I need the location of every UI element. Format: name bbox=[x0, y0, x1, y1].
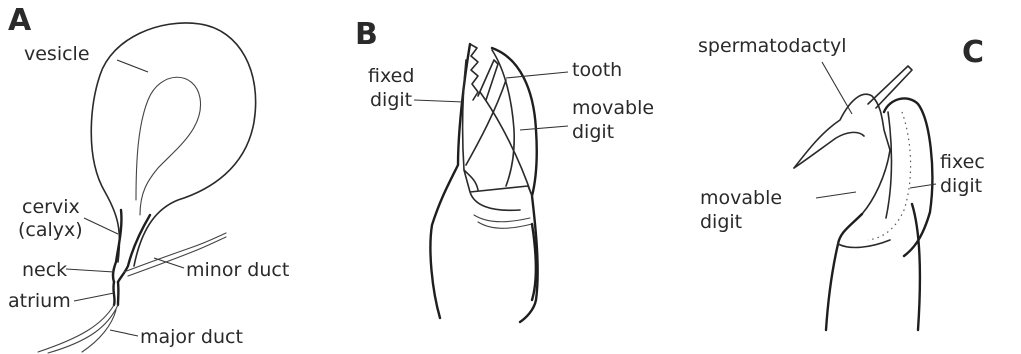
teeth-serration bbox=[470, 44, 478, 100]
label-fixed-digit-2: digit bbox=[370, 89, 412, 111]
panel-c-letter: C bbox=[962, 35, 984, 70]
leader-atrium bbox=[74, 293, 114, 301]
label-fixed-digit-1: fixed bbox=[368, 65, 414, 87]
label-fixed-digit-c-2: digit bbox=[940, 175, 982, 197]
label-major-duct: major duct bbox=[140, 326, 243, 348]
leader-cervix bbox=[84, 218, 118, 234]
leader-neck bbox=[66, 269, 114, 272]
leader-major-duct bbox=[110, 330, 138, 336]
cervix-wall-right bbox=[118, 215, 150, 282]
movable-digit-outline bbox=[492, 48, 538, 322]
panel-a: A vesicle cervix (calyx) neck atr bbox=[8, 3, 289, 353]
fixed-digit-c-dots bbox=[868, 112, 911, 240]
leader-fixed-digit-b bbox=[414, 100, 464, 102]
panel-b: B fixed digit toot bbox=[355, 17, 654, 322]
movable-digit-c-base bbox=[838, 240, 890, 247]
label-vesicle: vesicle bbox=[24, 43, 90, 65]
panel-b-letter: B bbox=[355, 17, 378, 52]
vesicle-inner-lumen bbox=[136, 77, 201, 215]
leader-vesicle bbox=[117, 60, 148, 72]
leader-minor-duct bbox=[154, 258, 184, 268]
label-spermatodactyl: spermatodactyl bbox=[698, 35, 846, 57]
base-membrane-2 bbox=[478, 222, 532, 228]
base-block bbox=[464, 170, 532, 210]
digit-crossing-1 bbox=[480, 92, 532, 196]
label-tooth: tooth bbox=[572, 59, 622, 81]
label-minor-duct: minor duct bbox=[186, 259, 289, 281]
major-duct-line bbox=[38, 305, 114, 352]
label-movable-digit-2: digit bbox=[572, 121, 614, 143]
panel-c: C spermatodactyl fixec digit movable dig… bbox=[698, 35, 985, 330]
panel-a-letter: A bbox=[8, 3, 32, 38]
leader-tooth bbox=[506, 72, 568, 78]
label-movable-digit-1: movable bbox=[572, 97, 654, 119]
base-membrane-1 bbox=[474, 215, 530, 222]
movable-digit-c-outline bbox=[826, 214, 862, 330]
vesicle-outline bbox=[91, 23, 255, 266]
label-atrium: atrium bbox=[8, 290, 71, 312]
spermatodactyl-lower-edge bbox=[794, 132, 864, 168]
chelicera-c-drawing bbox=[794, 66, 932, 330]
chelicera-b-drawing bbox=[430, 44, 537, 322]
label-movable-digit-c-2: digit bbox=[700, 211, 742, 233]
label-calyx: (calyx) bbox=[18, 219, 83, 241]
label-movable-digit-c-1: movable bbox=[700, 187, 782, 209]
label-fixed-digit-c-1: fixec bbox=[940, 151, 985, 173]
body-c-right bbox=[912, 204, 920, 330]
label-neck: neck bbox=[22, 259, 67, 281]
spermatodactyl-rod bbox=[868, 66, 912, 108]
spermatodactyl-body bbox=[794, 94, 890, 214]
leader-spermatodactyl bbox=[822, 62, 852, 114]
leader-movable-digit-c bbox=[816, 192, 856, 198]
leader-movable-digit-b bbox=[520, 126, 568, 130]
label-cervix: cervix bbox=[22, 196, 80, 218]
atrium bbox=[113, 282, 118, 305]
